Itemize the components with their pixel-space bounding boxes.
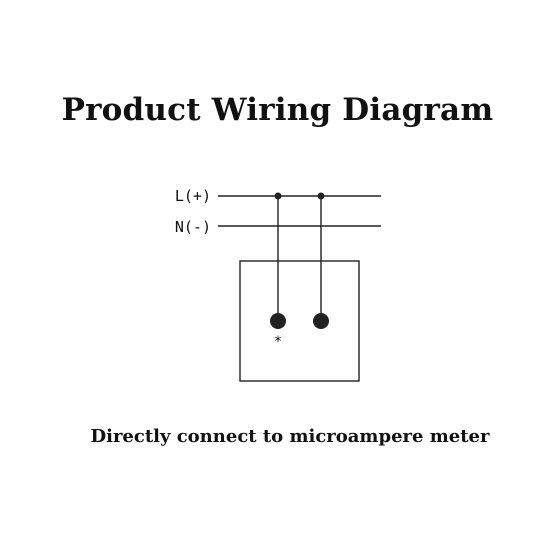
device-box — [239, 260, 360, 382]
neutral-wire-label: N(-) — [175, 218, 211, 236]
live-wire-label: L(+) — [175, 187, 211, 205]
diagram-title: Product Wiring Diagram — [61, 92, 494, 128]
diagram-caption: Directly connect to microampere meter — [90, 426, 490, 447]
terminal-right — [313, 313, 329, 329]
terminal-left — [270, 313, 286, 329]
terminal-polarity-mark: * — [275, 334, 282, 350]
